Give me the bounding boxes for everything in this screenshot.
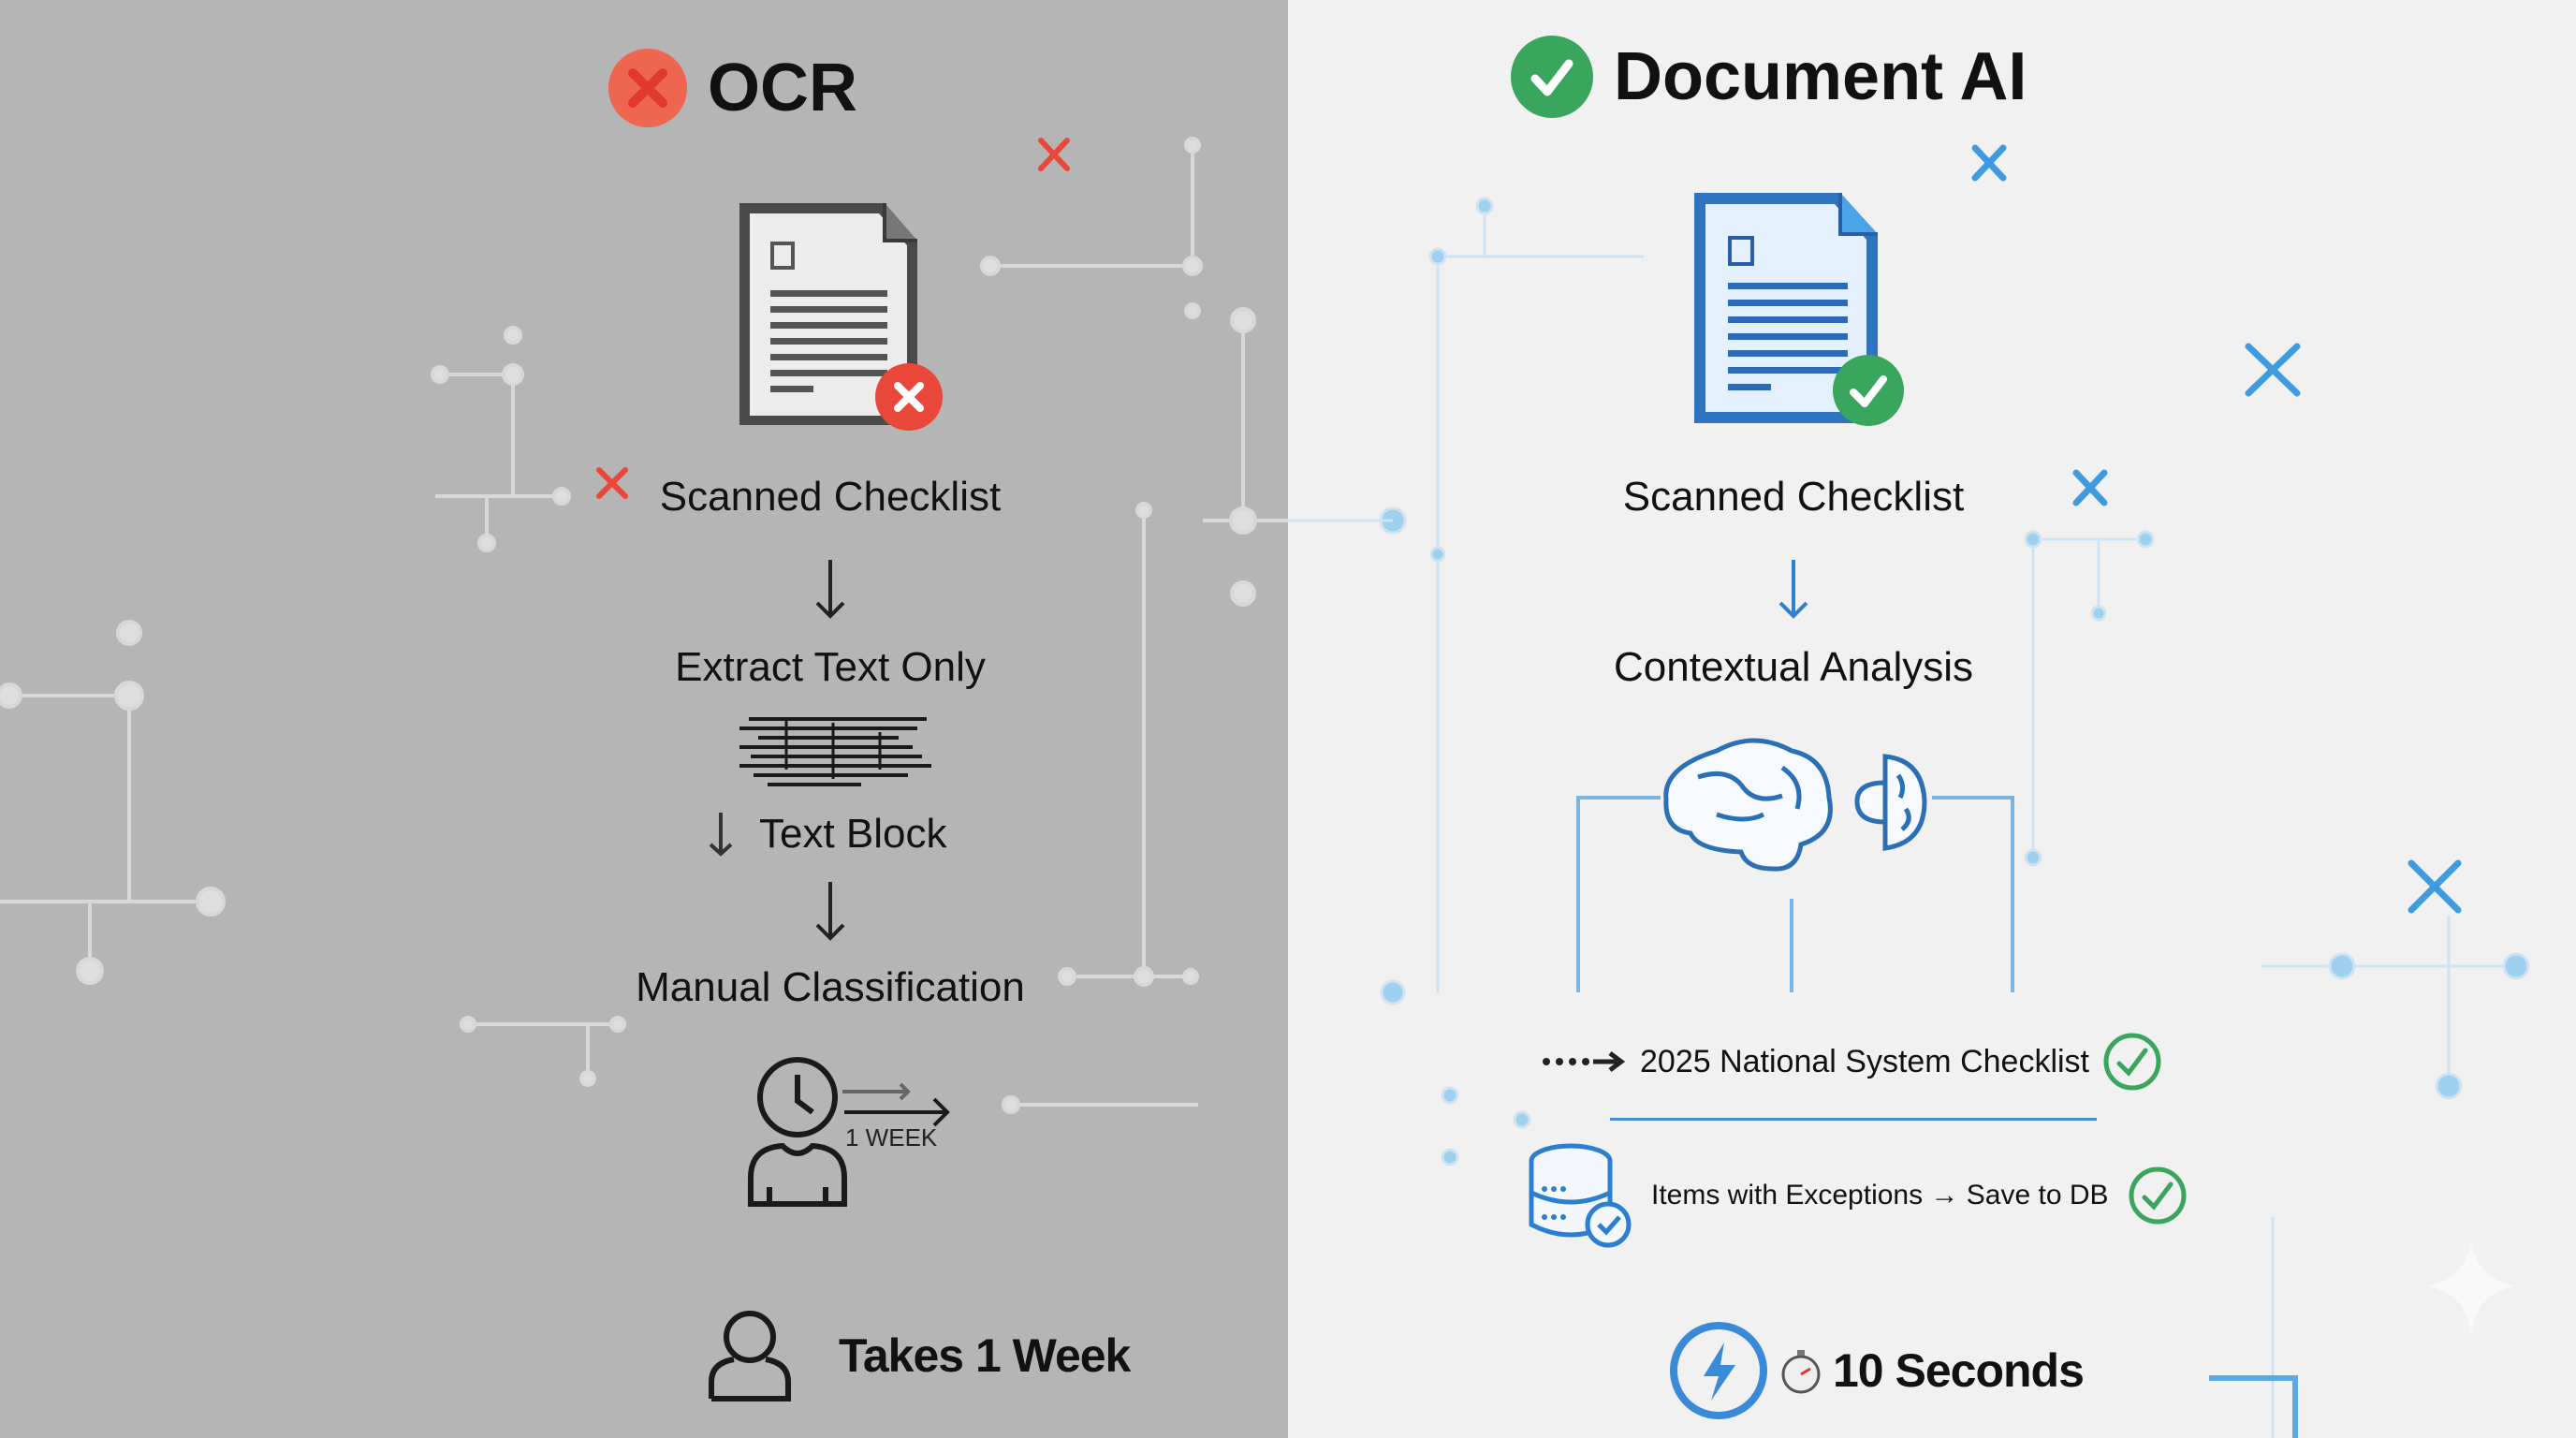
scrambled-text-icon [739, 713, 936, 788]
check-badge-icon [1833, 355, 1904, 426]
text-block-row: Text Block [707, 811, 947, 858]
down-arrow-icon [812, 880, 849, 942]
x-badge-icon [875, 363, 943, 431]
database-check-icon [1529, 1143, 1632, 1248]
ocr-title: OCR [608, 49, 857, 127]
text-block-label: Text Block [759, 811, 947, 857]
output-checklist-row: 2025 National System Checklist [1541, 1032, 2162, 1092]
stopwatch-icon [1781, 1350, 1821, 1394]
divider [1610, 1118, 2097, 1121]
document-ai-panel: Document AI Scanned Checklist Contextual… [1288, 0, 2576, 1438]
scanned-document-icon [1690, 189, 1887, 423]
ocr-panel: OCR Scanned Checklist Extract Text Only … [0, 0, 1288, 1438]
scanned-checklist-label: Scanned Checklist [1622, 474, 1965, 520]
circuit-decoration [0, 137, 1288, 1114]
contextual-analysis-label: Contextual Analysis [1614, 644, 1973, 690]
brain-analysis-icon [1576, 738, 2014, 992]
extract-text-only-label: Extract Text Only [675, 644, 986, 690]
x-circle-icon [608, 49, 687, 127]
document-ai-title: Document AI [1511, 36, 2027, 118]
ocr-footer: Takes 1 Week [708, 1309, 1131, 1402]
scanned-document-icon [735, 198, 950, 433]
circuit-decoration [1288, 144, 2530, 1438]
scanned-checklist-label: Scanned Checklist [659, 474, 1002, 520]
ocr-duration-text: Takes 1 Week [839, 1329, 1131, 1382]
one-week-tag: 1 WEEK [845, 1123, 938, 1152]
check-outline-icon [2103, 1033, 2161, 1091]
ai-duration-text: 10 Seconds [1833, 1344, 2085, 1397]
check-outline-icon [2129, 1167, 2187, 1225]
document-ai-footer: 10 Seconds [1668, 1320, 2085, 1421]
down-arrow-icon [812, 558, 849, 620]
dotted-arrow-icon [1543, 1051, 1626, 1072]
exceptions-db-label: Items with Exceptions → Save to DB [1651, 1180, 2109, 1211]
lightning-icon [1670, 1322, 1767, 1419]
clock-person-icon [739, 1056, 964, 1215]
manual-classification-label: Manual Classification [636, 964, 1025, 1010]
ocr-title-text: OCR [708, 51, 857, 125]
down-arrow-icon [709, 813, 733, 857]
document-ai-title-text: Document AI [1614, 39, 2027, 114]
output-db-row: Items with Exceptions → Save to DB [1528, 1140, 2188, 1251]
national-checklist-label: 2025 National System Checklist [1640, 1043, 2090, 1079]
down-arrow-icon [1775, 558, 1812, 620]
person-icon [709, 1311, 791, 1401]
check-circle-icon [1511, 36, 1593, 118]
